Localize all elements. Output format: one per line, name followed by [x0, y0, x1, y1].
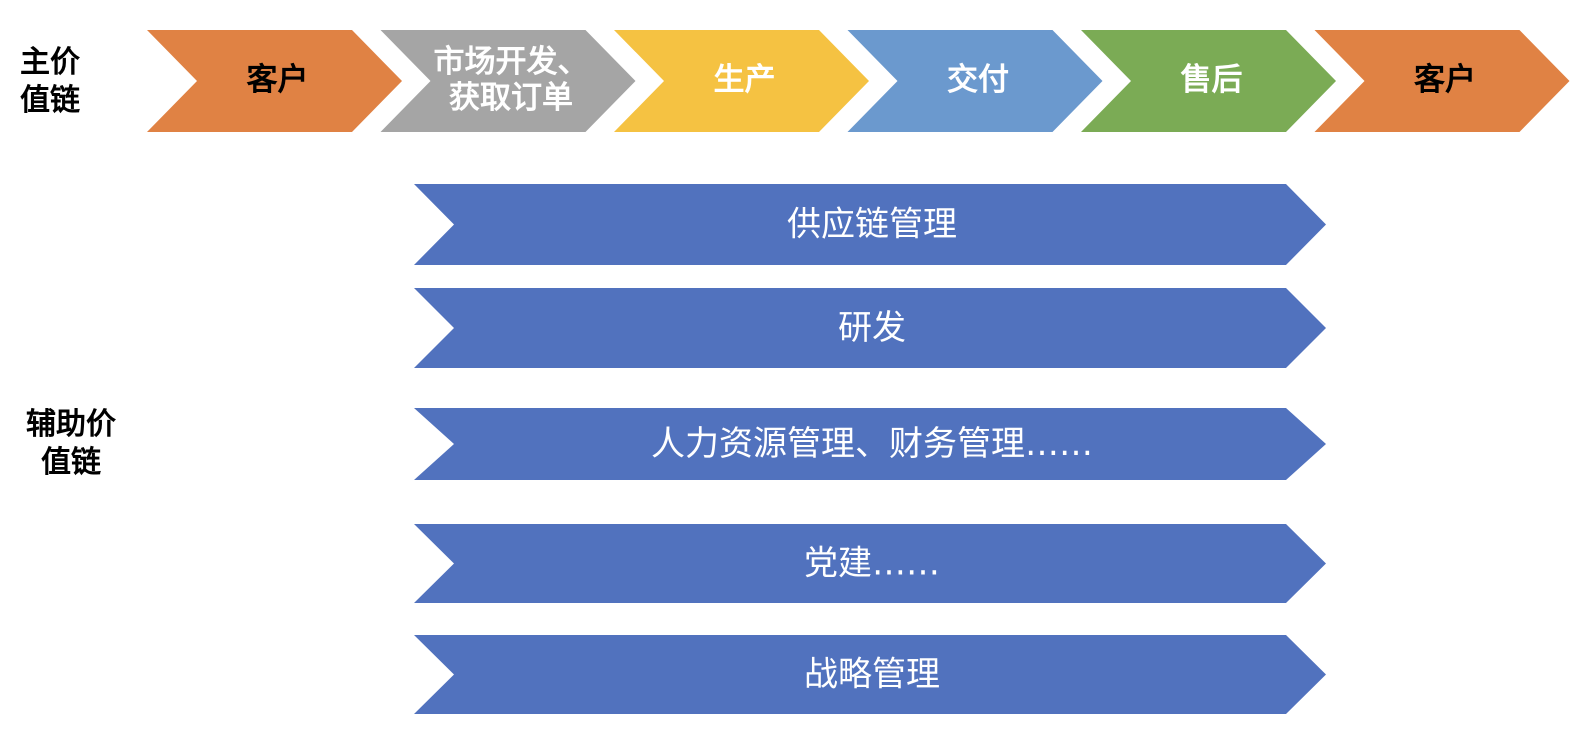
primary-step-4: 交付: [847, 30, 1103, 132]
primary-step-label: 客户: [247, 62, 309, 98]
primary-step-chevron: [1081, 30, 1336, 132]
primary-step-label: 售后: [1181, 62, 1243, 98]
support-item-label: 党建……: [804, 544, 940, 584]
support-chain-label-line-2: 值链: [41, 445, 101, 480]
primary-step-label: 生产: [714, 62, 776, 98]
support-item-chevron: [414, 288, 1326, 368]
support-item-chevron: [414, 524, 1326, 603]
primary-step-chevron: [847, 30, 1103, 132]
primary-chain-label: 主价 值链: [20, 44, 80, 120]
primary-step-chevron: [380, 30, 636, 132]
primary-step-6: 客户: [1314, 30, 1570, 132]
primary-step-2: 市场开发、获取订单: [380, 30, 636, 132]
support-item-chevron: [414, 635, 1326, 714]
primary-step-1: 客户: [147, 30, 402, 132]
support-item-label: 战略管理: [804, 655, 940, 695]
primary-chain-label-line-1: 主价: [20, 45, 80, 80]
support-item-chevron: [414, 408, 1326, 480]
support-item-3: 人力资源管理、财务管理……: [414, 408, 1326, 480]
primary-step-label: 市场开发、: [434, 44, 589, 80]
primary-chain-label-line-2: 值链: [20, 83, 80, 118]
support-item-label: 供应链管理: [787, 205, 957, 245]
support-item-5: 战略管理: [414, 635, 1326, 714]
primary-step-chevron: [1314, 30, 1570, 132]
primary-step-5: 售后: [1081, 30, 1336, 132]
support-item-2: 研发: [414, 288, 1326, 368]
support-item-1: 供应链管理: [414, 184, 1326, 265]
support-item-chevron: [414, 184, 1326, 265]
primary-step-chevron: [147, 30, 402, 132]
primary-chain-row: 客户 市场开发、获取订单 生产 交付 售后 客户: [147, 30, 1570, 132]
support-chain-label-line-1: 辅助价: [26, 407, 116, 442]
support-item-4: 党建……: [414, 524, 1326, 603]
support-item-label: 研发: [838, 308, 906, 348]
primary-step-3: 生产: [614, 30, 869, 132]
primary-step-chevron: [614, 30, 869, 132]
primary-step-label: 客户: [1414, 62, 1476, 98]
primary-step-label: 交付: [947, 62, 1009, 98]
support-item-label: 人力资源管理、财务管理……: [651, 424, 1093, 464]
primary-step-label: 获取订单: [449, 80, 573, 116]
support-chain-label: 辅助价 值链: [18, 406, 124, 482]
